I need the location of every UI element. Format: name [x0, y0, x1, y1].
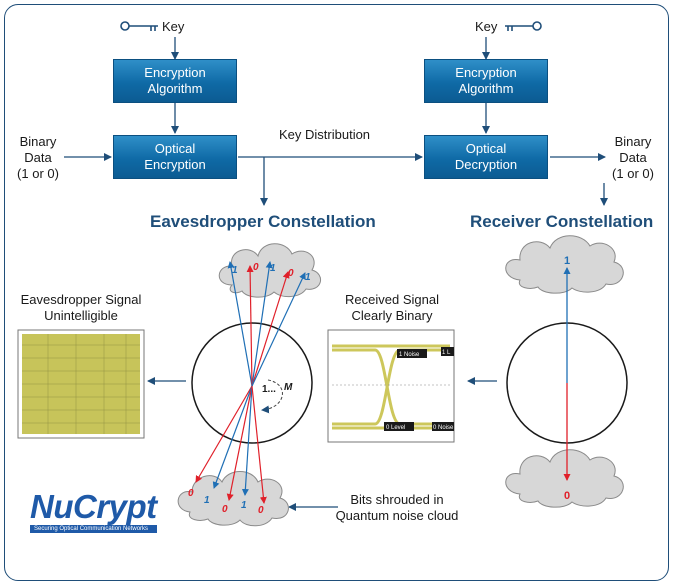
block-line: Encryption [144, 157, 206, 172]
logo-tagline: Securing Optical Communication Networks [30, 525, 157, 533]
logo-wordmark: NuCrypt [30, 488, 157, 525]
eye-label-noise-1: 1 Noise [399, 352, 420, 358]
block-line: Optical [154, 141, 196, 156]
block-line: Algorithm [458, 81, 514, 96]
bit-label: 1 [241, 500, 247, 511]
block-line: Optical [465, 141, 507, 156]
block-line: Algorithm [147, 81, 203, 96]
bit-label: 1 [305, 272, 311, 283]
key-label-right: Key [475, 19, 498, 34]
eavesdropper-constellation-title: Eavesdropper Constellation [150, 212, 376, 231]
rotation-arc [261, 379, 283, 414]
cloud-receiver-top [505, 235, 624, 294]
eye-label-noise-0: 0 Noise [433, 425, 454, 431]
cloud-eaves-top [218, 243, 321, 298]
eaves-vectors [195, 261, 306, 504]
bit-label: 1 [270, 263, 276, 274]
optical-decryption-block: Optical Decryption [424, 135, 548, 179]
key-icon-right [505, 21, 542, 31]
receiver-bit-one: 1 [564, 255, 570, 267]
receiver-bit-zero: 0 [564, 490, 570, 502]
block-line: Encryption [144, 65, 206, 80]
eye-label-level-0: 0 Level [386, 425, 405, 431]
bit-label: 1 [232, 265, 238, 276]
encryption-algorithm-block-left: Encryption Algorithm [113, 59, 237, 103]
binary-data-output-label: Binary Data (1 or 0) [612, 134, 654, 181]
eavesdropper-signal-caption: Eavesdropper Signal Unintelligible [20, 292, 142, 323]
key-distribution-label: Key Distribution [279, 127, 371, 142]
received-signal-eye-diagram: 1 Noise 1 L 0 Level 0 Noise [327, 329, 455, 443]
bit-label: 0 [253, 262, 259, 273]
bit-label: 0 [288, 268, 294, 279]
received-signal-caption: Received Signal Clearly Binary [345, 292, 439, 323]
binary-data-input-label: Binary Data (1 or 0) [17, 134, 59, 181]
bit-label: 1 [204, 495, 210, 506]
block-line: Encryption [455, 65, 517, 80]
bit-label: 0 [222, 504, 228, 515]
bit-label: 0 [258, 505, 264, 516]
encryption-algorithm-block-right: Encryption Algorithm [424, 59, 548, 103]
eye-label-level-1: 1 L [442, 350, 451, 356]
key-label-left: Key [162, 19, 185, 34]
outer-frame [4, 4, 669, 581]
eavesdropper-signal-plot [17, 329, 145, 439]
eaves-center-label: 1... [262, 384, 276, 395]
bit-label: 0 [188, 488, 194, 499]
block-line: Decryption [454, 157, 518, 172]
nucrypt-logo: NuCrypt Securing Optical Communication N… [30, 490, 157, 533]
noise-cloud-caption: Bits shrouded in Quantum noise cloud [335, 492, 459, 523]
receiver-constellation-title: Receiver Constellation [470, 212, 654, 231]
eaves-m-label: M [284, 382, 293, 393]
optical-encryption-block: Optical Encryption [113, 135, 237, 179]
key-icon-left [120, 21, 158, 31]
